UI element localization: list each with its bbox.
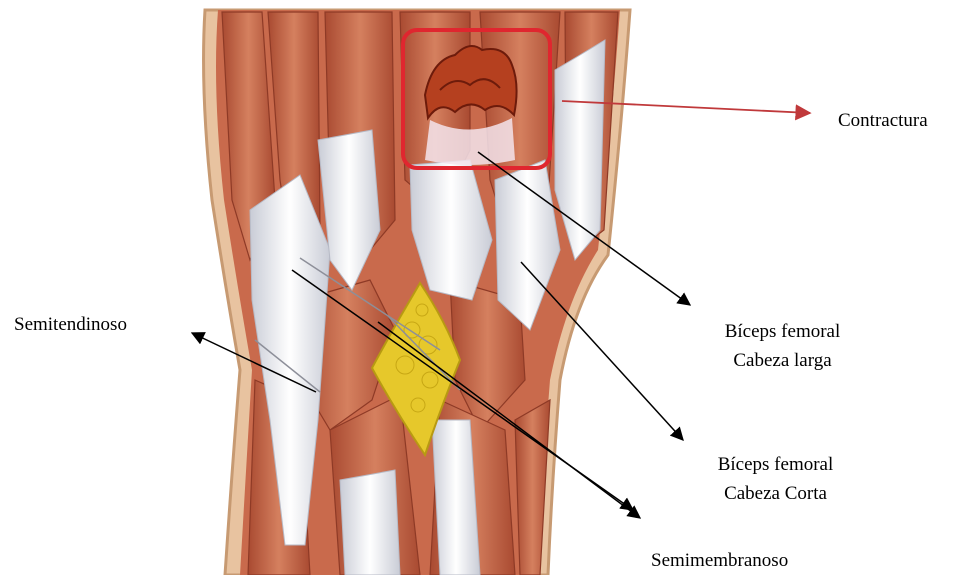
label-biceps-larga-line2: Cabeza larga <box>700 346 865 375</box>
label-contractura: Contractura <box>838 106 928 135</box>
label-biceps-femoral-cabeza-larga: Bíceps femoral Cabeza larga <box>700 317 865 375</box>
label-semimembranoso: Semimembranoso <box>651 546 788 575</box>
label-biceps-femoral-cabeza-corta: Bíceps femoral Cabeza Corta <box>693 450 858 508</box>
label-biceps-corta-line2: Cabeza Corta <box>693 479 858 508</box>
contracture-lesion <box>425 46 517 165</box>
label-biceps-larga-line1: Bíceps femoral <box>700 317 865 346</box>
label-semitendinoso: Semitendinoso <box>14 310 127 339</box>
label-biceps-corta-line1: Bíceps femoral <box>693 450 858 479</box>
